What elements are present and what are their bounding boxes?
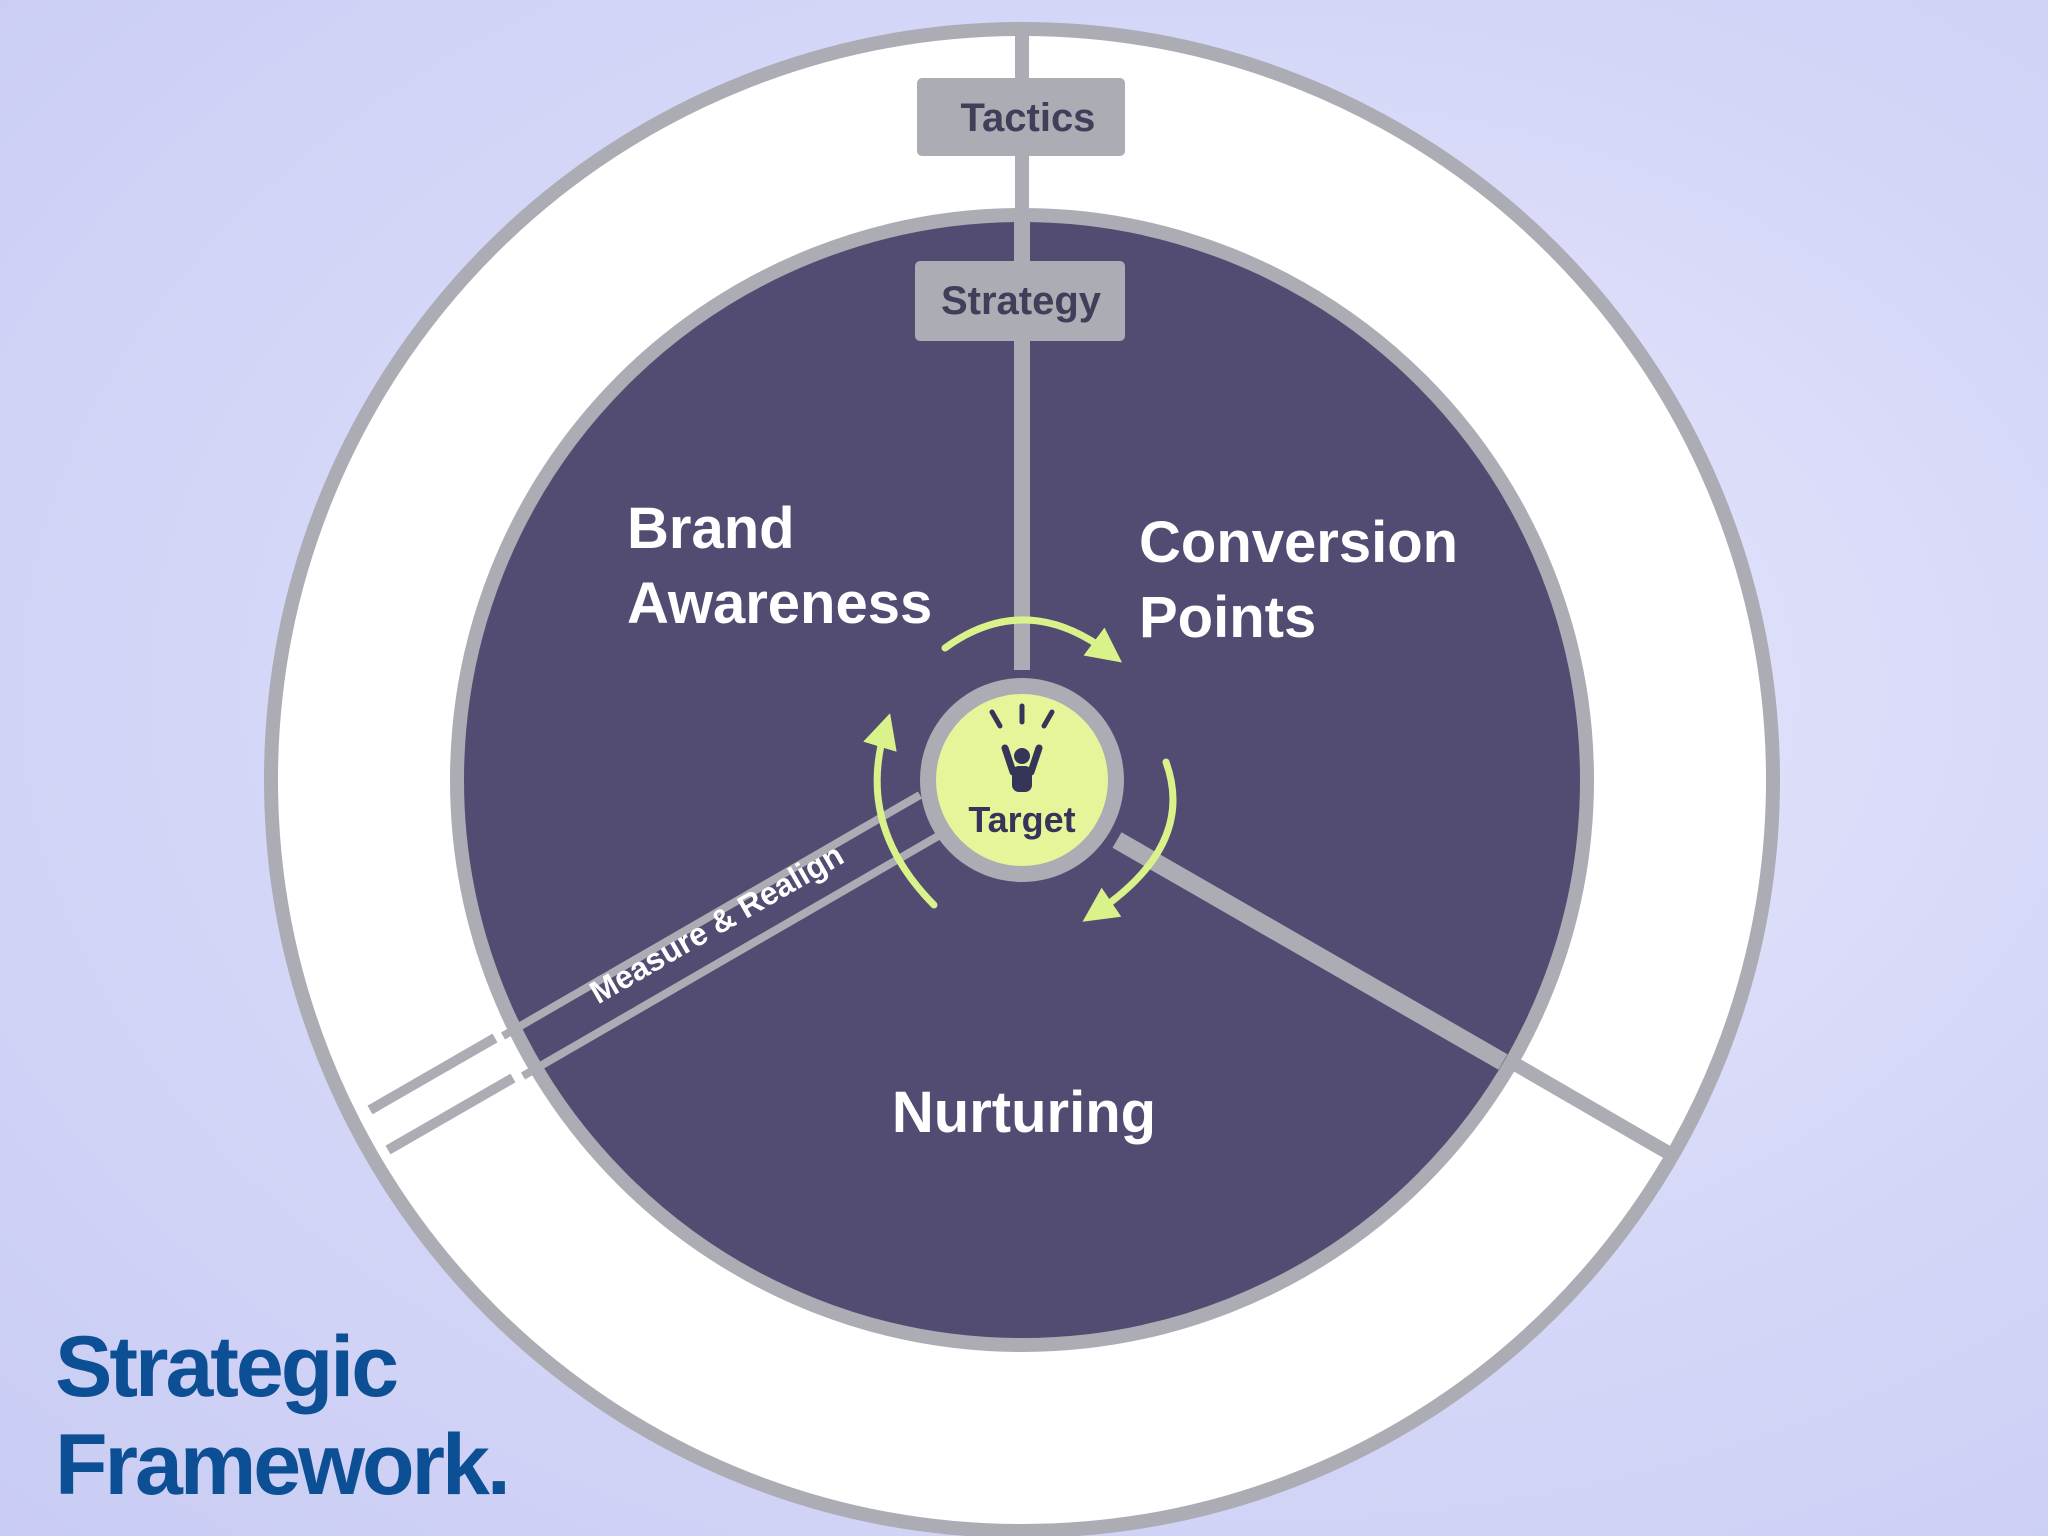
cycle-arrow-left (863, 713, 938, 909)
target-label: Target (968, 799, 1075, 840)
cheering-person-icon (989, 703, 1055, 792)
segment-label-conversion-points: Conversion Points (1139, 510, 1474, 650)
strategy-label-box: Strategy (915, 261, 1125, 341)
page-title-line-2: Framework. (55, 1417, 511, 1513)
page-title: Strategic Framework. (55, 1318, 511, 1514)
tactics-label: Tactics (961, 96, 1096, 140)
conversion-points-line-1: Conversion (1139, 510, 1458, 575)
segment-label-brand-awareness: Brand Awareness (627, 496, 932, 636)
cycle-arrows (863, 616, 1177, 922)
tactics-label-box: Tactics (917, 78, 1125, 156)
cycle-arrow-right (1082, 758, 1177, 922)
cycle-arrow-top (941, 616, 1123, 663)
brand-awareness-line-1: Brand (627, 496, 795, 561)
page-title-line-1: Strategic (55, 1319, 399, 1415)
segment-label-nurturing: Nurturing (892, 1080, 1156, 1145)
conversion-points-line-2: Points (1139, 585, 1316, 650)
strategy-label: Strategy (941, 279, 1102, 323)
outer-spokes (367, 29, 1676, 1162)
brand-awareness-line-2: Awareness (627, 571, 932, 636)
